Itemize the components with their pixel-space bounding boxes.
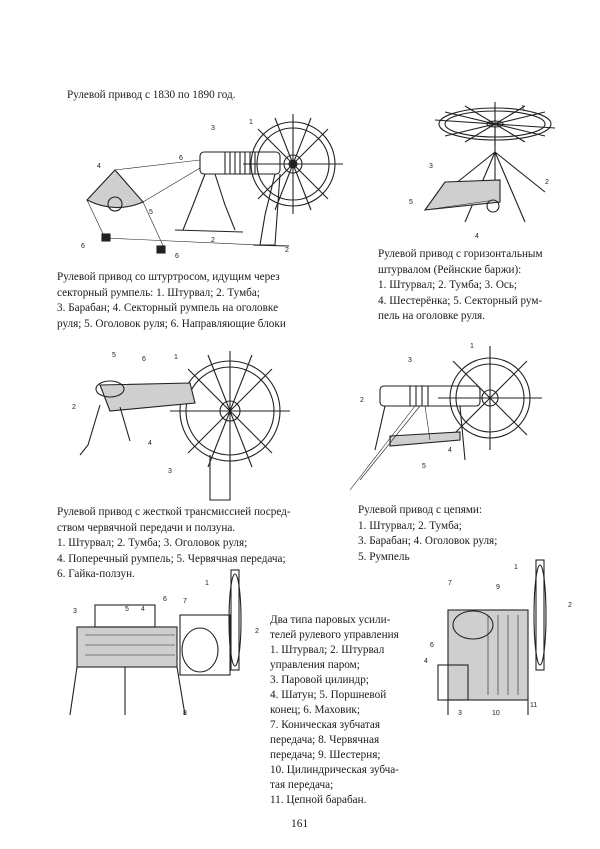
svg-text:2: 2: [545, 179, 549, 186]
svg-text:3: 3: [211, 125, 215, 132]
svg-text:2: 2: [285, 247, 289, 254]
figure-tiller-rope-steering: 1 3 6 4 5 2 2 6 6: [75, 110, 343, 260]
svg-text:3: 3: [429, 163, 433, 170]
svg-text:3: 3: [408, 357, 412, 364]
svg-text:4: 4: [475, 233, 479, 240]
svg-text:6: 6: [81, 243, 85, 250]
svg-text:2: 2: [360, 397, 364, 404]
svg-text:3: 3: [168, 468, 172, 475]
svg-text:9: 9: [496, 584, 500, 591]
svg-text:3: 3: [458, 710, 462, 717]
svg-text:7: 7: [448, 580, 452, 587]
svg-text:6: 6: [175, 253, 179, 260]
figure-chain-steering: 3 1 2 5 4: [330, 340, 542, 500]
svg-text:6: 6: [179, 155, 183, 162]
svg-text:4: 4: [148, 440, 152, 447]
page-number: 161: [291, 818, 309, 830]
svg-text:6: 6: [163, 596, 167, 603]
svg-text:5: 5: [125, 606, 129, 613]
svg-text:3: 3: [73, 608, 77, 615]
figure-steam-servo-2: 7 9 1 2 6 4 3 10 11: [418, 555, 583, 720]
svg-text:1: 1: [249, 119, 253, 126]
svg-text:4: 4: [424, 658, 428, 665]
caption-steam-servos: Два типа паровых усили- телей рулевого у…: [270, 614, 399, 806]
caption-horizontal-wheel: Рулевой привод с горизонтальным штурвало…: [378, 248, 543, 323]
page-heading: Рулевой привод с 1830 по 1890 год.: [67, 89, 236, 101]
svg-text:5: 5: [149, 209, 153, 216]
svg-text:4: 4: [97, 163, 101, 170]
svg-text:1: 1: [205, 580, 209, 587]
svg-text:1: 1: [470, 343, 474, 350]
caption-tiller-rope: Рулевой привод со штуртросом, идущим чер…: [57, 271, 286, 330]
svg-text:5: 5: [422, 463, 426, 470]
svg-text:6: 6: [142, 356, 146, 363]
svg-text:4: 4: [448, 447, 452, 454]
svg-text:6: 6: [430, 642, 434, 649]
svg-text:2: 2: [568, 602, 572, 609]
figure-rigid-transmission: 5 6 1 2 4 3: [70, 345, 290, 505]
svg-text:1: 1: [174, 354, 178, 361]
svg-text:2: 2: [72, 404, 76, 411]
svg-text:4: 4: [141, 606, 145, 613]
figure-horizontal-wheel: 1 3 2 5 4: [405, 92, 575, 242]
svg-text:7: 7: [183, 598, 187, 605]
svg-text:2: 2: [255, 628, 259, 635]
caption-chain-steering: Рулевой привод с цепями: 1. Штурвал; 2. …: [358, 504, 498, 563]
svg-text:2: 2: [211, 237, 215, 244]
svg-text:5: 5: [112, 352, 116, 359]
svg-text:11: 11: [530, 702, 537, 709]
svg-text:10: 10: [492, 710, 500, 717]
svg-text:1: 1: [514, 564, 518, 571]
svg-text:5: 5: [409, 199, 413, 206]
caption-rigid-transmission: Рулевой привод с жесткой трансмиссией по…: [57, 506, 291, 581]
figure-steam-servo-1: 3 5 4 6 7 1 2 8: [65, 565, 270, 720]
svg-text:1: 1: [521, 105, 525, 112]
svg-text:8: 8: [183, 710, 187, 717]
